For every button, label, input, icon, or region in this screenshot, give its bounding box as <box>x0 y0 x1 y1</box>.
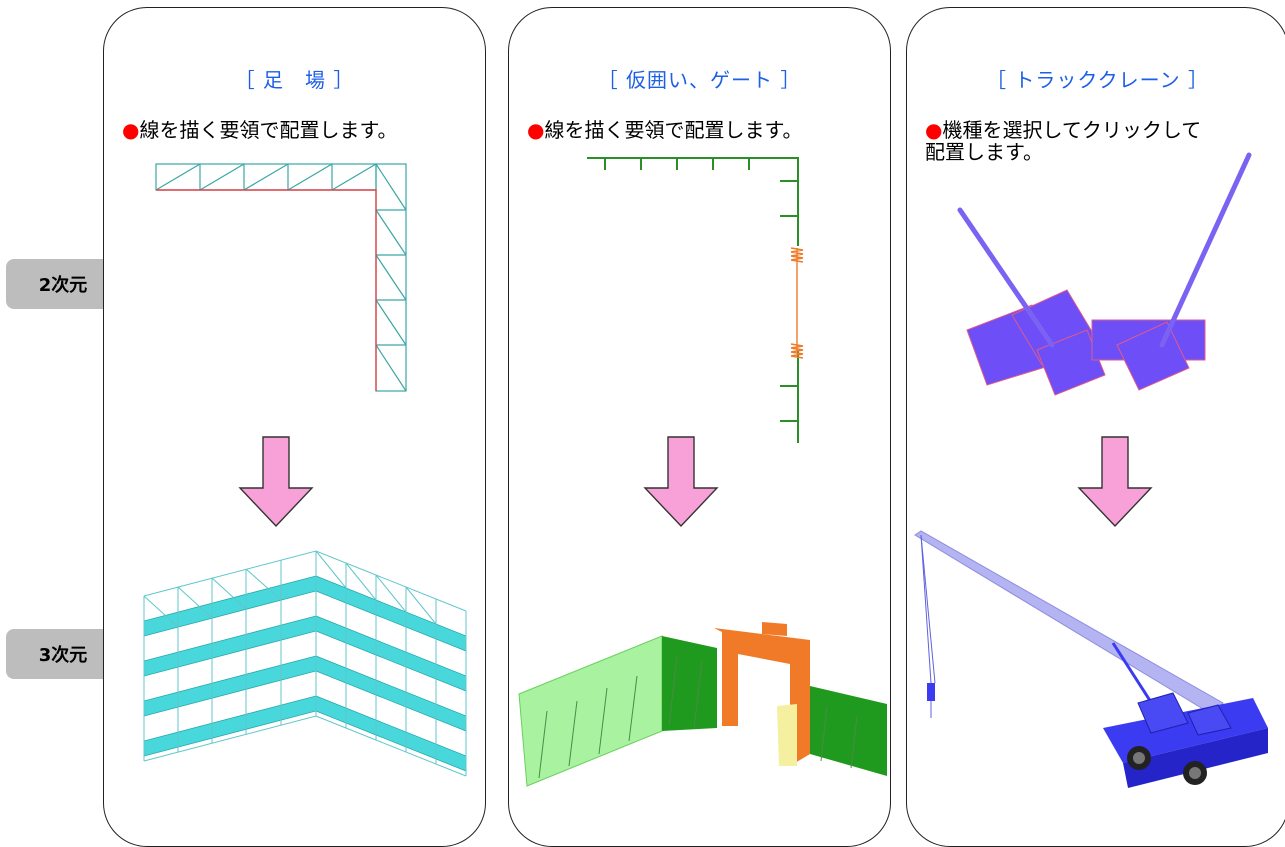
down-arrow-icon <box>643 436 719 528</box>
panel-desc-scaffold: ●線を描く要領で配置します。 <box>122 119 475 141</box>
fence-2d-drawing <box>587 157 804 443</box>
panel-crane: ［ トラッククレーン ］ ●機種を選択してクリックして 配置します。 <box>906 7 1285 847</box>
crane-3d-drawing <box>914 530 1268 788</box>
down-arrow-icon <box>1077 436 1153 528</box>
scaffold-3d-drawing <box>143 550 467 777</box>
desc-text: 線を描く要領で配置します。 <box>139 118 398 142</box>
fence-3d-drawing <box>518 622 887 787</box>
panel-title-crane: ［ トラッククレーン ］ <box>986 68 1209 92</box>
panel-title-fence: ［ 仮囲い、ゲート ］ <box>597 68 802 92</box>
bullet-icon: ● <box>925 118 943 142</box>
desc-text: 機種を選択してクリックして 配置します。 <box>925 118 1202 164</box>
panel-title-scaffold: ［ 足 場 ］ <box>234 68 355 92</box>
scaffold-2d-drawing <box>155 163 407 392</box>
panel-scaffold: ［ 足 場 ］ ●線を描く要領で配置します。 <box>103 7 486 847</box>
crane-2d-drawing <box>957 152 1252 396</box>
panel-fence: ［ 仮囲い、ゲート ］ ●線を描く要領で配置します。 <box>508 7 891 847</box>
bullet-icon: ● <box>122 118 140 142</box>
badge-2d: 2次元 <box>6 259 120 309</box>
badge-3d: 3次元 <box>6 629 120 679</box>
bullet-icon: ● <box>527 118 545 142</box>
down-arrow-icon <box>238 436 314 528</box>
desc-text: 線を描く要領で配置します。 <box>544 118 803 142</box>
panel-desc-fence: ●線を描く要領で配置します。 <box>527 119 880 141</box>
panel-desc-crane: ●機種を選択してクリックして 配置します。 <box>925 119 1278 163</box>
